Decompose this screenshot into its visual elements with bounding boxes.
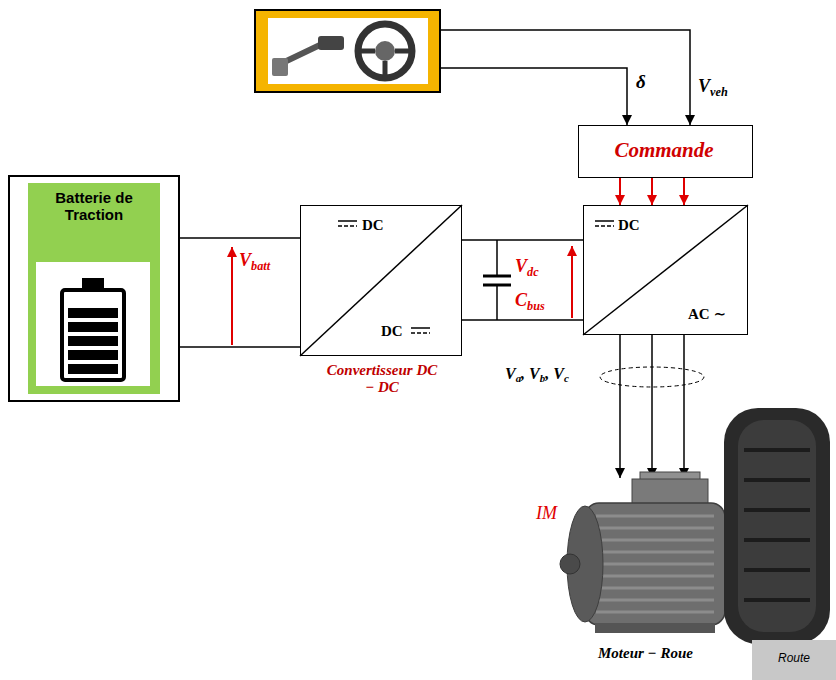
signal-name: Va, Vb, Vc: [505, 365, 569, 383]
driver-input-picture: [255, 10, 440, 92]
connector: [180, 346, 300, 348]
phase-lines: [600, 335, 704, 478]
subscript: a: [516, 372, 521, 384]
road-band: Route: [752, 640, 836, 680]
subscript: batt: [251, 259, 270, 273]
dc-dc-converter: DCDCConvertisseur DC − DC: [300, 205, 462, 356]
part-name: IM: [536, 503, 557, 524]
road-label: Route: [752, 652, 836, 666]
voltage-arrows: [232, 246, 572, 345]
motor-picture: [560, 472, 725, 633]
battery-picture: [28, 183, 160, 394]
part-name: Moteur − Roue: [598, 645, 693, 662]
component-name: Cbus: [515, 290, 545, 311]
connector: [180, 237, 300, 239]
voltage-name: Vbatt: [239, 250, 270, 271]
port-label: DC: [381, 323, 403, 340]
subscript: b: [540, 372, 545, 384]
converter-caption: Convertisseur DC − DC: [321, 362, 443, 397]
port-label: DC: [618, 217, 640, 234]
battery-label: Batterie de Traction: [28, 189, 160, 224]
text-part: C: [515, 290, 527, 310]
inverter-box: DC AC ∼: [583, 205, 748, 335]
text-part: V: [515, 256, 527, 276]
subscript: bus: [527, 299, 545, 313]
voltage-name: Vdc: [515, 256, 539, 277]
text-part: ,: [521, 365, 529, 382]
text-part: V: [698, 76, 710, 96]
capacitor-symbol: [483, 240, 511, 320]
text-part: V: [239, 250, 251, 270]
port-label: DC: [362, 217, 384, 234]
control-label: Commande: [579, 138, 749, 162]
connector: [651, 178, 653, 205]
control-box: Commande: [578, 125, 753, 178]
text-part: V: [505, 365, 516, 382]
connector: [462, 319, 583, 321]
text-part: V: [529, 365, 540, 382]
text-part: ,: [545, 365, 553, 382]
connector: [619, 178, 621, 205]
converter-symbols: [300, 205, 748, 356]
connector: [683, 178, 685, 205]
connector: [462, 239, 583, 241]
text-part: V: [553, 365, 564, 382]
port-label: AC ∼: [688, 306, 726, 323]
battery-box: Batterie de Traction: [8, 175, 180, 402]
subscript: dc: [527, 265, 539, 279]
signal-lines: [440, 30, 690, 125]
wheel-picture: [724, 408, 830, 644]
signal-name: Vveh: [698, 76, 728, 97]
subscript: c: [564, 372, 569, 384]
subscript: veh: [710, 85, 728, 99]
signal-name: δ: [636, 71, 646, 93]
